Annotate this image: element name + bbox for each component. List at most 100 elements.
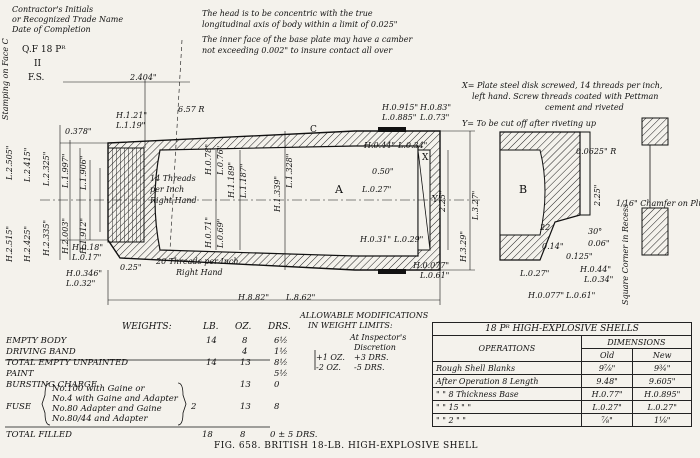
dim-l069: L.0.69" bbox=[216, 218, 225, 248]
dim-h044: H.0.44" bbox=[364, 141, 396, 150]
dim-l327: L.3.27" bbox=[471, 190, 480, 220]
note-chamfer: 1/16" Chamfer on Plug bbox=[616, 199, 700, 208]
weights-row-label: TOTAL EMPTY UNPAINTED bbox=[6, 358, 129, 368]
weights-header-drs: DRS. bbox=[268, 322, 291, 332]
dim-h121: H.1.21" bbox=[116, 111, 148, 120]
mod-title-1: ALLOWABLE MODIFICATIONS bbox=[300, 311, 429, 320]
note-x-2: left hand. Screw threads coated with Pet… bbox=[472, 92, 659, 101]
dim-l032: L.0.32" bbox=[66, 279, 96, 288]
ops-cell: H.0.895" bbox=[632, 387, 692, 401]
table-row: " " 8 Thickness Base H.0.77" H.0.895" bbox=[432, 387, 692, 401]
weights-row-drs: 5½ bbox=[274, 369, 288, 379]
ops-col-new: New bbox=[632, 348, 692, 362]
ops-cell: 9.48" bbox=[580, 374, 634, 388]
dim-l027b: L.0.27" bbox=[520, 269, 550, 278]
dim-h078: H.0.78" bbox=[204, 143, 213, 175]
dim-014: 0.14" bbox=[542, 242, 564, 251]
dim-30: 30° bbox=[588, 227, 603, 236]
dim-l1187: L.1.187" bbox=[239, 163, 248, 198]
stamp-mark: II bbox=[34, 59, 42, 69]
dim-657: 6.57 R bbox=[178, 105, 205, 114]
dim-025: 0.25" bbox=[120, 263, 142, 272]
table-row: After Operation 8 Length 9.48" 9.605" bbox=[432, 374, 692, 388]
ops-cell: L.0.27" bbox=[632, 400, 692, 414]
weights-row-oz: 8 bbox=[242, 336, 248, 346]
dim-22: 22 bbox=[540, 223, 551, 232]
dim-l034b: L.0.34" bbox=[584, 275, 614, 284]
weights-row-oz: 13 bbox=[240, 380, 251, 390]
dim-l2505: L.2.505" bbox=[5, 145, 14, 180]
dim-h2003: H.2.003" bbox=[61, 217, 70, 254]
note-concentric-1: The head is to be concentric with the tr… bbox=[202, 9, 373, 18]
dim-h329: H.3.29" bbox=[459, 230, 468, 262]
dim-006: 0.06" bbox=[588, 239, 610, 248]
dim-00625: 0.0625" R bbox=[576, 147, 617, 156]
weights-header-lb: LB. bbox=[203, 322, 219, 332]
dim-l2415: L.2.415" bbox=[23, 147, 32, 182]
fuse-line: No.80 Adapter and Gaine bbox=[52, 404, 162, 414]
weights-row-label: FUSE bbox=[6, 402, 32, 412]
operations-table: 18 Pᴿ HIGH-EXPLOSIVE SHELLS OPERATIONS D… bbox=[432, 322, 693, 427]
fuse-line: No.100 with Gaine or bbox=[52, 384, 145, 394]
weights-row-drs: 8½ bbox=[274, 358, 288, 368]
note-x-3: cement and riveted bbox=[545, 103, 624, 112]
mod-plus: +1 OZ. bbox=[316, 353, 345, 362]
ops-col-old: Old bbox=[580, 348, 634, 362]
dim-l061: L.0.61" bbox=[420, 271, 450, 280]
radius-line bbox=[169, 39, 183, 251]
weights-row-lb: 2 bbox=[191, 402, 197, 412]
table-row: " " 2 " " ⅞" 1⅛" bbox=[432, 413, 692, 427]
weights-row-lb: 14 bbox=[206, 336, 217, 346]
label-b: B bbox=[519, 183, 528, 196]
dim-050: 0.50" bbox=[372, 167, 394, 176]
weights-brace bbox=[5, 350, 316, 428]
ops-col-dimensions: DIMENSIONS bbox=[580, 335, 693, 349]
weights-row-label: DRIVING BAND bbox=[6, 347, 76, 357]
ops-cell: H.0.77" bbox=[580, 387, 634, 401]
dim-2404: 2.404" bbox=[130, 73, 157, 82]
dim-l1906: L.1.906" bbox=[79, 155, 88, 190]
dim-l029: L.0.29" bbox=[394, 235, 424, 244]
dim-l119: L.1.19" bbox=[116, 121, 146, 130]
weights-header-oz: OZ. bbox=[235, 322, 252, 332]
ops-cell: 9.605" bbox=[632, 374, 692, 388]
note-camber-2: not exceeding 0.002" to insure contact a… bbox=[202, 46, 393, 55]
dim-h0077b: H.0.077" bbox=[528, 291, 565, 300]
weights-row-lb: 18 bbox=[202, 430, 213, 440]
stamp-qf: Q.F 18 Pᴿ bbox=[22, 45, 66, 55]
note-threads14-1: 14 Threads bbox=[150, 174, 196, 183]
weights-row-drs: 1½ bbox=[274, 347, 288, 357]
dim-h0915: H.0.915" bbox=[382, 103, 419, 112]
dim-l034: L.0.34" bbox=[398, 141, 428, 150]
ops-cell: " " 2 " " bbox=[432, 413, 582, 427]
dim-l073: L.0.73" bbox=[420, 113, 450, 122]
dimension-lines bbox=[59, 81, 475, 305]
dim-l1328: L.1.328" bbox=[285, 153, 294, 188]
ops-cell: " " 8 Thickness Base bbox=[432, 387, 582, 401]
weights-row-oz: 8 bbox=[240, 430, 246, 440]
fuse-line: No.80/44 and Adapter bbox=[52, 414, 148, 424]
dim-h2515: H.2.515" bbox=[5, 225, 14, 262]
legend-contractor-2: or Recognized Trade Name bbox=[12, 15, 124, 24]
ops-col-operations: OPERATIONS bbox=[432, 335, 582, 362]
dim-l0885: L.0.885" bbox=[382, 113, 417, 122]
weights-row-drs: 0 bbox=[274, 380, 280, 390]
ops-cell: ⅞" bbox=[580, 413, 634, 427]
mod-inspector-2: Discretion bbox=[354, 343, 396, 352]
weights-row-oz: 13 bbox=[240, 358, 251, 368]
dim-l076: L.0.76" bbox=[216, 145, 225, 175]
dim-h882: H.8.82" bbox=[238, 293, 270, 302]
weights-row-oz: 4 bbox=[242, 347, 248, 357]
note-threads14-2: per Inch bbox=[150, 185, 185, 194]
mod-minus-drs: -5 DRS. bbox=[354, 363, 385, 372]
dim-0378: 0.378" bbox=[65, 127, 92, 136]
dim-h018: H.0.18" bbox=[72, 243, 104, 252]
mod-plus-drs: +3 DRS. bbox=[354, 353, 389, 362]
dim-h0077: H.0.077" bbox=[413, 261, 450, 270]
label-a: A bbox=[335, 183, 343, 196]
dim-h1339: H.1.339" bbox=[273, 175, 282, 212]
weights-row-label: EMPTY BODY bbox=[6, 336, 67, 346]
weights-row-drs: 6½ bbox=[274, 336, 288, 346]
ops-cell: 9¾" bbox=[632, 361, 692, 375]
